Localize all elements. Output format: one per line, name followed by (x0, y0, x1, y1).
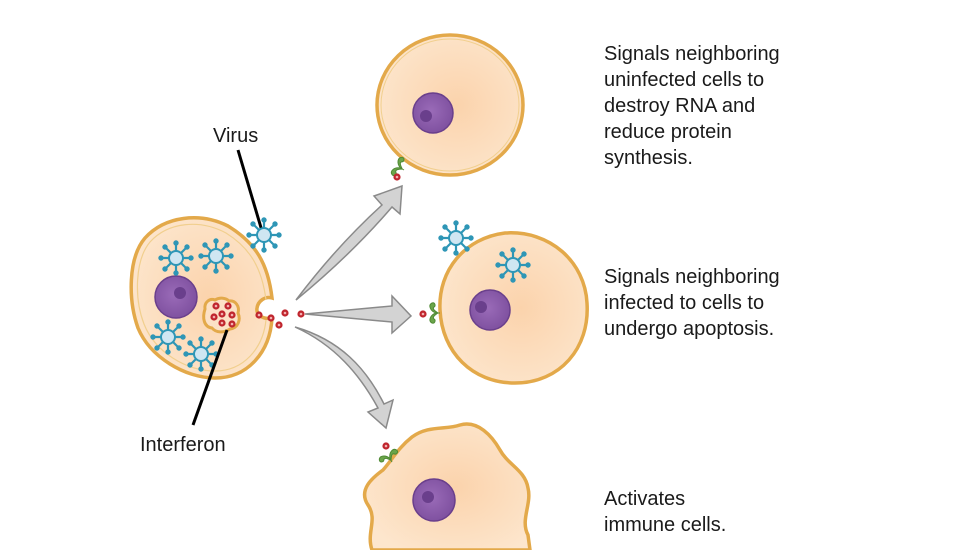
virus-particle (438, 220, 474, 256)
arrow-to-infected-cell (304, 294, 413, 335)
nucleus (154, 275, 198, 319)
immune-cell (362, 422, 532, 550)
interferon-label: Interferon (140, 434, 226, 456)
virus-label: Virus (213, 125, 259, 147)
nucleus (412, 478, 456, 522)
infected-neighbor-cell (419, 220, 589, 385)
arrow-to-uninfected-cell (295, 184, 403, 301)
bound-interferon (393, 173, 401, 181)
interferon-leader-line (191, 329, 229, 426)
uninfected-cell (375, 33, 525, 181)
description-immune: Activates immune cells. (604, 488, 727, 536)
interferon-vesicle (202, 296, 241, 334)
infected-cell (129, 216, 275, 380)
description-infected: Signals neighboring infected to cells to… (604, 266, 780, 340)
virus-particle (495, 247, 531, 283)
virus-leader-line (236, 149, 264, 232)
nucleus (412, 92, 454, 134)
arrow-to-immune-cell (294, 326, 395, 430)
description-uninfected: Signals neighboring uninfected cells to … (604, 43, 780, 169)
nucleus (469, 289, 511, 331)
virus-particle (246, 217, 282, 253)
bound-interferon (419, 310, 427, 318)
bound-interferon (382, 442, 390, 450)
